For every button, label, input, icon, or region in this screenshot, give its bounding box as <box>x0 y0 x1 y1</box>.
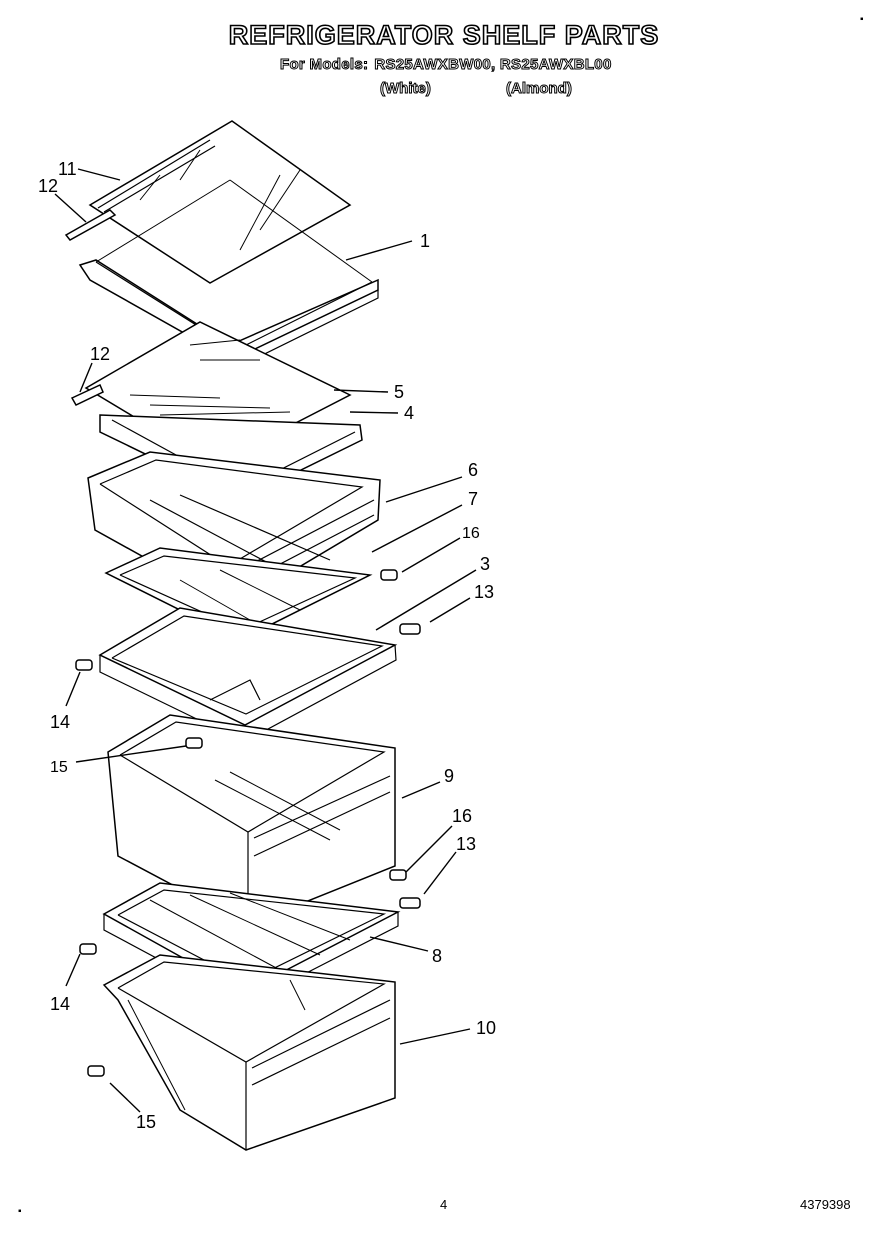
callout-14: 14 <box>50 712 70 732</box>
callout-3: 3 <box>480 554 490 574</box>
callout-12: 12 <box>38 176 58 196</box>
models-label: For Models: <box>279 56 369 74</box>
callout-16: 16 <box>462 525 480 542</box>
callout-13: 13 <box>456 834 476 854</box>
variant-white: (White) <box>380 80 432 98</box>
callout-9: 9 <box>444 766 454 786</box>
corner-mark: ▪ <box>860 14 864 25</box>
callout-12: 12 <box>90 344 110 364</box>
variant-almond: (Almond) <box>506 80 573 98</box>
page-title: REFRIGERATOR SHELF PARTS <box>228 19 660 51</box>
cover-shelf-part <box>70 321 363 501</box>
callout-14: 14 <box>50 994 70 1014</box>
callout-10: 10 <box>476 1018 496 1038</box>
callout-6: 6 <box>468 460 478 480</box>
callout-15: 15 <box>136 1112 156 1132</box>
callout-7: 7 <box>468 489 478 509</box>
callout-15: 15 <box>50 759 68 776</box>
bottom-drawer-part <box>102 954 396 1151</box>
callout-8: 8 <box>432 946 442 966</box>
page-number: 4 <box>440 1197 448 1212</box>
glass-shelf-part <box>64 120 379 371</box>
callout-5: 5 <box>394 382 404 402</box>
callout-11: 11 <box>58 159 77 179</box>
models-list: RS25AWXBW00, RS25AWXBL00 <box>374 56 612 74</box>
model-line: For Models: RS25AWXBW00, RS25AWXBL00 <box>279 56 612 74</box>
deli-drawer-part <box>107 714 396 926</box>
callout-16: 16 <box>452 806 472 826</box>
leader-lines <box>54 168 477 1113</box>
document-number: 4379398 <box>800 1197 851 1212</box>
frame-part <box>98 607 398 743</box>
corner-mark: ▪ <box>18 1206 22 1217</box>
callout-4: 4 <box>404 403 414 423</box>
fastener-parts <box>75 569 421 1077</box>
callout-labels: 11 12 1 12 5 4 6 7 16 3 13 14 15 9 16 13… <box>38 159 496 1132</box>
callout-1: 1 <box>420 231 430 251</box>
callout-13: 13 <box>474 582 494 602</box>
